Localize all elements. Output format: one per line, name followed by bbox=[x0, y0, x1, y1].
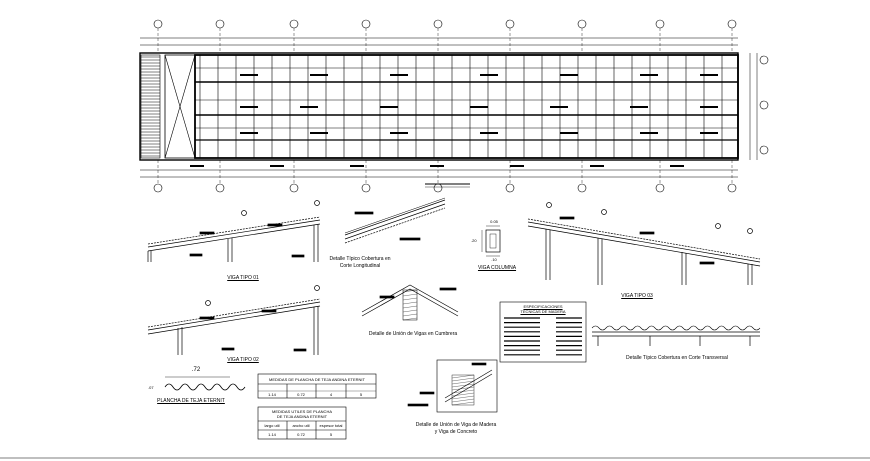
grid-bubble bbox=[505, 183, 515, 193]
plan-annotation-mark bbox=[550, 106, 568, 108]
beam-detail-type-02 bbox=[147, 285, 321, 355]
plan-annotation-mark bbox=[590, 165, 604, 167]
table1-cell: 0.72 bbox=[297, 392, 305, 397]
plan-annotation-mark bbox=[640, 74, 658, 76]
grid-bubble bbox=[759, 145, 769, 155]
plan-annotation-mark bbox=[630, 106, 648, 108]
roof-framing-plan bbox=[139, 19, 769, 193]
corrugated-sheet-transverse bbox=[591, 325, 761, 346]
label-ridge-union: Detalle de Unión de Vigas en Cumbrera bbox=[368, 331, 458, 337]
column-dim-top: 0.05 bbox=[490, 219, 498, 224]
label-beam-type-03: VIGA TIPO 03 bbox=[621, 293, 653, 299]
label-beam-column: VIGA COLUMNA bbox=[477, 265, 517, 271]
plan-annotation-mark bbox=[190, 165, 204, 167]
plan-annotation-mark bbox=[560, 74, 578, 76]
table2-header: ancho util bbox=[292, 423, 310, 428]
plan-annotation-mark bbox=[560, 132, 578, 134]
table-useful-measures bbox=[257, 406, 347, 440]
concrete-union-detail bbox=[407, 359, 498, 413]
table2-title-line2: DE TEJA ANDINA ETERNIT bbox=[276, 414, 328, 419]
label-longitudinal-section-line1: Detalle Típico Cobertura en bbox=[329, 256, 391, 262]
plan-annotation-mark bbox=[350, 165, 364, 167]
plan-annotation-mark bbox=[700, 74, 718, 76]
column-detail bbox=[481, 225, 501, 257]
plan-annotation-mark bbox=[670, 165, 684, 167]
plan-annotation-mark bbox=[480, 74, 498, 76]
wood-specifications-box bbox=[499, 301, 587, 363]
grid-bubble bbox=[759, 55, 769, 65]
plan-annotation-mark bbox=[380, 106, 398, 108]
grid-bubble bbox=[433, 19, 443, 29]
plan-annotation-mark bbox=[310, 132, 328, 134]
plan-annotation-mark bbox=[480, 132, 498, 134]
specs-title-line1: ESPECIFICACIONES bbox=[523, 304, 563, 309]
grid-bubble bbox=[727, 183, 737, 193]
grid-bubble bbox=[153, 183, 163, 193]
grid-bubble bbox=[289, 183, 299, 193]
table-eternit-measures bbox=[257, 373, 377, 399]
table1-cell: 4 bbox=[329, 392, 333, 397]
grid-bubble bbox=[215, 183, 225, 193]
roof-longitudinal-section-detail bbox=[344, 197, 446, 244]
grid-bubble bbox=[361, 19, 371, 29]
label-beam-type-02: VIGA TIPO 02 bbox=[227, 357, 259, 363]
grid-bubble bbox=[727, 19, 737, 29]
plan-annotation-mark bbox=[310, 74, 328, 76]
plan-annotation-mark bbox=[240, 74, 258, 76]
grid-bubble bbox=[289, 19, 299, 29]
grid-bubble bbox=[361, 183, 371, 193]
stair-strip bbox=[140, 54, 161, 159]
plan-annotation-mark bbox=[700, 106, 718, 108]
table2-title-line1: MEDIDAS UTILES DE PLANCHA bbox=[271, 409, 333, 414]
table1-cell: 5 bbox=[359, 392, 363, 397]
roof-transverse-section-detail bbox=[527, 202, 761, 285]
label-transverse-section: Detalle Típico Cobertura en Corte Transv… bbox=[626, 355, 728, 361]
grid-bubble bbox=[433, 183, 443, 193]
grid-bubble bbox=[759, 100, 769, 110]
label-longitudinal-section-line2: Corte Longitudinal bbox=[339, 263, 381, 269]
table1-cell: 1.14 bbox=[268, 392, 276, 397]
plan-annotation-mark bbox=[510, 165, 524, 167]
grid-bubble bbox=[577, 183, 587, 193]
column-dim-side: .20 bbox=[471, 238, 477, 243]
grid-bubble bbox=[215, 19, 225, 29]
eternit-height-dim: .07 bbox=[148, 385, 154, 390]
plan-annotation-mark bbox=[240, 106, 258, 108]
table2-cell: 0.72 bbox=[297, 432, 305, 437]
plan-annotation-mark bbox=[390, 74, 408, 76]
column-dim-bottom: .10 bbox=[491, 257, 497, 262]
plan-annotation-mark bbox=[640, 132, 658, 134]
beam-detail-type-01 bbox=[147, 200, 321, 262]
table1-title: MEDIDAS DE PLANCHA DE TEJA ANDINA ETERNI… bbox=[269, 377, 365, 382]
grid-bubble bbox=[655, 19, 665, 29]
grid-bubble bbox=[577, 19, 587, 29]
plan-annotation-mark bbox=[430, 165, 444, 167]
plan-annotation-mark bbox=[700, 132, 718, 134]
table2-header: espesor total bbox=[319, 423, 343, 428]
label-concrete-union-line1: Detalle de Unión de Viga de Madera bbox=[415, 422, 497, 428]
grid-bubble bbox=[505, 19, 515, 29]
specs-title-line2: TECNICAS DE MADERA bbox=[520, 309, 566, 314]
label-concrete-union-line2: y Viga de Concreto bbox=[434, 429, 478, 435]
plan-annotation-mark bbox=[470, 106, 488, 108]
plan-annotation-mark bbox=[390, 132, 408, 134]
plan-annotation-mark bbox=[240, 132, 258, 134]
plan-annotation-mark bbox=[270, 165, 284, 167]
label-eternit-sheet: PLANCHA DE TEJA ETERNIT bbox=[157, 398, 225, 404]
eternit-width-dim: .72 bbox=[191, 367, 201, 373]
grid-bubble bbox=[153, 19, 163, 29]
table2-header: largo util bbox=[264, 423, 280, 428]
eternit-sheet-profile bbox=[164, 376, 246, 391]
table2-cell: 5 bbox=[329, 432, 333, 437]
plan-annotation-mark bbox=[300, 106, 318, 108]
table2-cell: 1.14 bbox=[268, 432, 276, 437]
ridge-union-detail bbox=[361, 284, 459, 321]
grid-bubble bbox=[655, 183, 665, 193]
label-beam-type-01: VIGA TIPO 01 bbox=[227, 275, 259, 281]
